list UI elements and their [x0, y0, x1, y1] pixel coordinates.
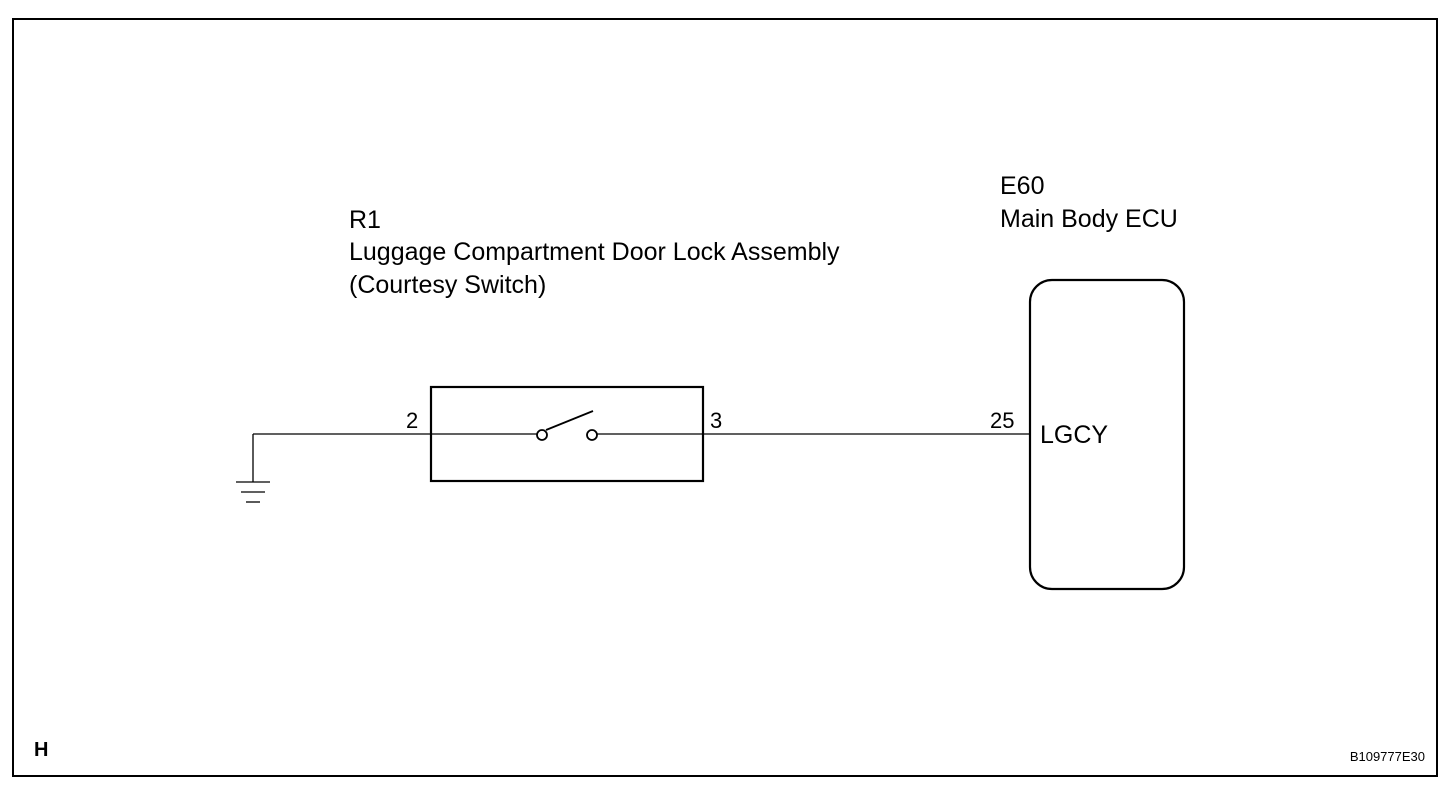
- ecu-terminal-label: LGCY: [1040, 421, 1108, 449]
- corner-letter: H: [34, 739, 48, 761]
- ground-icon: [236, 434, 270, 503]
- switch-connector-label: R1: [349, 206, 381, 234]
- switch-name-label: Luggage Compartment Door Lock Assembly: [349, 238, 840, 266]
- switch-subname-label: (Courtesy Switch): [349, 271, 546, 299]
- diagram-frame: [12, 18, 1438, 777]
- switch-pin-right: 3: [710, 408, 722, 433]
- ecu-name-label: Main Body ECU: [1000, 205, 1178, 233]
- switch-open-icon: [536, 410, 598, 441]
- ecu-component-box: [1028, 278, 1186, 591]
- ecu-pin-number: 25: [990, 408, 1014, 433]
- ecu-connector-label: E60: [1000, 172, 1044, 200]
- figure-code: B109777E30: [1350, 749, 1425, 764]
- switch-pin-left: 2: [406, 408, 418, 433]
